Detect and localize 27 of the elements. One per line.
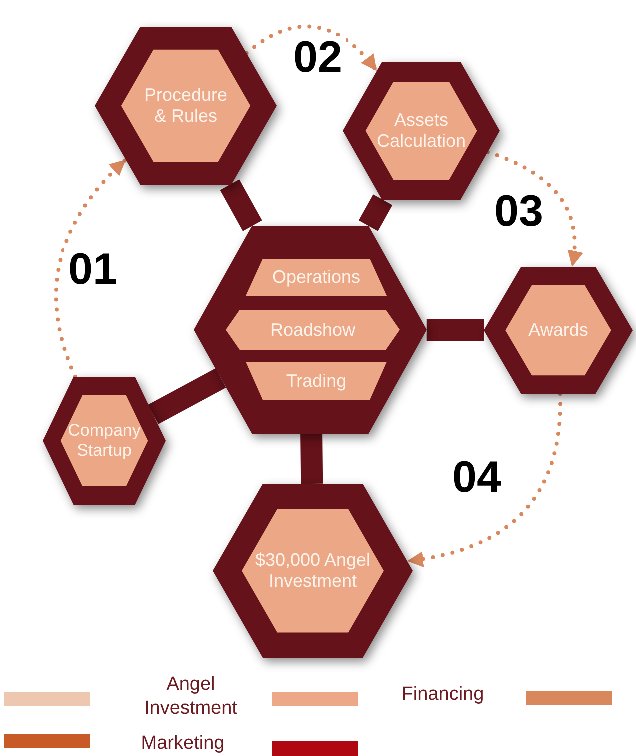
- hexagon-node: [194, 226, 427, 434]
- node-label: Company Startup: [67, 421, 142, 461]
- band-node: [226, 310, 400, 350]
- connector-bar: [358, 194, 393, 232]
- hexagon-node: [213, 484, 413, 658]
- node-label: $30,000 Angel Investment: [254, 550, 372, 592]
- legend-label: Marketing: [140, 732, 226, 756]
- connector-bar: [300, 434, 324, 484]
- node-label: Awards: [528, 320, 588, 341]
- node-label: Procedure & Rules: [143, 85, 229, 127]
- connector-bar: [220, 180, 262, 232]
- dotted-arrow: [405, 392, 562, 567]
- node-label: Operations: [272, 267, 361, 288]
- band-node: [246, 362, 387, 400]
- dotted-arrow: [486, 150, 583, 269]
- node-label: Trading: [286, 370, 347, 392]
- band-node: [246, 259, 387, 296]
- hexagon-node: [484, 267, 633, 394]
- hexagon-node: [95, 27, 277, 185]
- node-label: Roadshow: [270, 320, 356, 340]
- node-label: Assets Calculation: [376, 110, 468, 152]
- legend-label: Angel Investment: [144, 673, 238, 720]
- connector-bar: [426, 319, 484, 342]
- legend-label: Financing: [400, 683, 486, 707]
- hexagon-node: [43, 377, 166, 505]
- dotted-arrow: [244, 24, 379, 74]
- dotted-arrow: [54, 158, 128, 379]
